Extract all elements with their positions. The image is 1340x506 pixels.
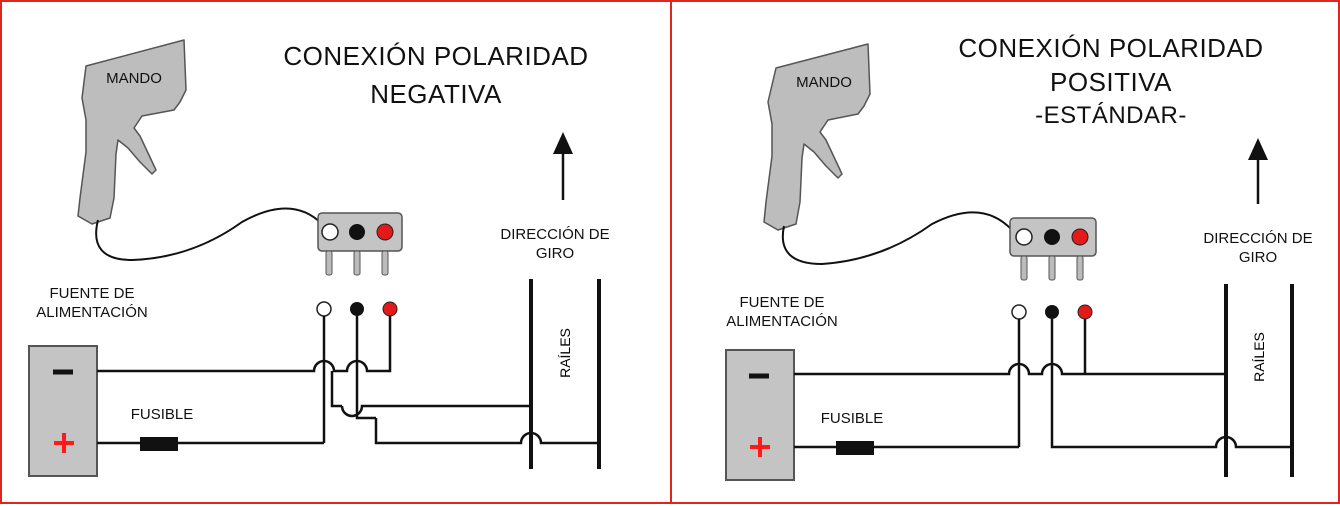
power-supply-label-line-2: ALIMENTACIÓN (726, 313, 838, 330)
wiring-diagram-negative (28, 39, 601, 477)
fuse-label: FUSIBLE (130, 406, 194, 423)
direction-arrow-icon (1248, 138, 1268, 204)
controller-cable (781, 211, 1013, 266)
rails-icon (529, 279, 601, 469)
fuse-label: FUSIBLE (820, 410, 884, 427)
wiring-diagram-positive (725, 43, 1294, 481)
terminal-sockets (1011, 304, 1093, 320)
power-supply-label-line-1: FUENTE DE (739, 294, 825, 311)
direction-arrow-icon (553, 132, 573, 200)
controller-icon (77, 39, 187, 225)
panel-positive-polarity: CONEXIÓN POLARIDAD POSITIVA -ESTÁNDAR- M… (670, 0, 1340, 504)
direction-label-line-1: DIRECCIÓN DE (1203, 230, 1313, 247)
fuse-icon (836, 441, 874, 455)
rails-icon (1224, 284, 1294, 477)
fuse-icon (140, 437, 178, 451)
wiring (794, 319, 1292, 449)
controller-plug-icon (317, 212, 403, 276)
controller-plug-icon (1009, 217, 1097, 281)
direction-label-line-2: GIRO (535, 245, 575, 262)
controller-label: MANDO (106, 70, 162, 87)
terminal-sockets (316, 301, 398, 317)
controller-cable (95, 207, 323, 262)
title-line-2: NEGATIVA (370, 79, 502, 109)
title-line-2: POSITIVA (1050, 67, 1172, 97)
power-supply-icon (28, 345, 98, 477)
power-supply-label-line-1: FUENTE DE (49, 285, 135, 302)
rails-label: RAÍLES (557, 328, 573, 378)
panel-negative-polarity: CONEXIÓN POLARIDAD NEGATIVA MANDO DIRECC… (0, 0, 672, 504)
power-supply-icon (725, 349, 795, 481)
controller-label: MANDO (796, 74, 852, 91)
rails-label: RAÍLES (1251, 332, 1267, 382)
title-line-1: CONEXIÓN POLARIDAD (958, 33, 1264, 63)
direction-label-line-2: GIRO (1238, 249, 1278, 266)
wiring (97, 316, 599, 445)
title-line-1: CONEXIÓN POLARIDAD (283, 41, 589, 71)
direction-label-line-1: DIRECCIÓN DE (500, 226, 610, 243)
power-supply-label-line-2: ALIMENTACIÓN (36, 304, 148, 321)
title-line-3: -ESTÁNDAR- (1035, 102, 1187, 129)
controller-icon (763, 43, 871, 231)
